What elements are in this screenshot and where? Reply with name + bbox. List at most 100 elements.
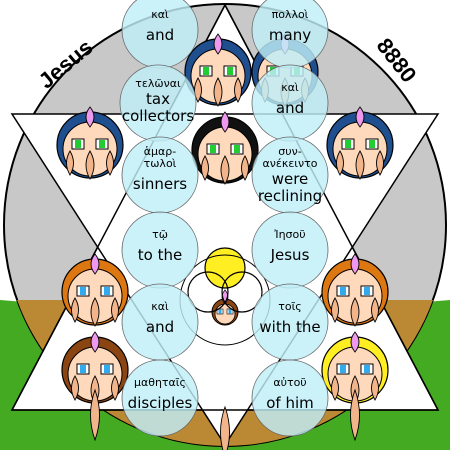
greek-word: τῷ — [152, 228, 168, 241]
face-iris — [218, 309, 222, 314]
greek-word-line2: τωλοὶ — [144, 157, 177, 170]
english-word: and — [276, 99, 304, 117]
english-word: disciples — [128, 394, 193, 412]
english-word: sinners — [133, 175, 187, 193]
english-word: Jesus — [270, 246, 310, 264]
greek-word: πολλοὶ — [272, 8, 309, 21]
trinity-ring-top — [204, 247, 246, 289]
face-iris — [228, 309, 232, 314]
english-word: and — [146, 318, 174, 336]
face-3 — [56, 106, 124, 180]
hanging-petal-1 — [90, 388, 100, 442]
face-4 — [191, 111, 259, 185]
face-iris — [369, 140, 375, 148]
face-petal — [66, 150, 74, 176]
face-petal — [71, 297, 79, 323]
face-8 — [61, 331, 129, 405]
face-petal — [90, 297, 100, 327]
face-7 — [321, 253, 389, 327]
face-petal — [194, 77, 202, 103]
greek-word: μαθηταῖς — [134, 376, 186, 389]
face-iris — [203, 67, 209, 75]
face-petal — [350, 297, 360, 327]
greek-word: Ἰησοῦ — [274, 228, 305, 241]
face-petal — [213, 77, 223, 107]
face-iris — [210, 145, 216, 153]
face-iris — [364, 287, 370, 295]
face-iris — [75, 140, 81, 148]
greek-word: καὶ — [151, 8, 169, 21]
face-petal — [90, 253, 100, 275]
greek-word: καὶ — [151, 300, 169, 313]
face-petal — [90, 331, 100, 353]
face-petal — [355, 150, 365, 180]
face-iris — [345, 140, 351, 148]
english-word: many — [269, 26, 311, 44]
greek-word: καὶ — [281, 81, 299, 94]
word-bubble-2: πολλοὶ many — [251, 0, 329, 69]
word-bubble-7: τῷ to the — [121, 211, 199, 289]
face-petal — [111, 375, 119, 401]
face-6 — [61, 253, 129, 327]
greek-word: συν- — [278, 145, 301, 158]
face-petal — [350, 331, 360, 353]
face-iris — [99, 140, 105, 148]
face-iris — [227, 67, 233, 75]
face-petal — [336, 150, 344, 176]
face-petal — [331, 375, 339, 401]
greek-word: τελῶναι — [135, 77, 181, 90]
face-1 — [184, 33, 252, 107]
english-word: to the — [138, 246, 182, 264]
word-bubble-9: καὶ and — [121, 283, 199, 361]
bubble-circle — [121, 359, 199, 437]
face-petal — [331, 297, 339, 323]
face-petal — [234, 77, 242, 103]
word-bubble-1: καὶ and — [121, 0, 199, 69]
hanging-petal-3 — [220, 405, 230, 450]
greek-word: τοῖς — [278, 300, 302, 313]
face-petal — [355, 106, 365, 128]
word-bubble-11: μαθηταῖς disciples — [121, 359, 199, 437]
word-bubble-10: τοῖς with the — [251, 283, 329, 361]
english-word: reclining — [258, 187, 322, 205]
face-petal — [85, 106, 95, 128]
face-iris — [80, 365, 86, 373]
face-iris — [234, 145, 240, 153]
face-petal — [220, 155, 230, 185]
face-petal — [371, 375, 379, 401]
english-word: and — [146, 26, 174, 44]
face-iris — [104, 365, 110, 373]
english-word: collectors — [122, 107, 194, 125]
trinity-ring-left — [187, 271, 229, 313]
face-petal — [111, 297, 119, 323]
word-bubble-4: καὶ and — [251, 64, 329, 142]
english-word: were — [272, 170, 309, 188]
face-petal — [350, 253, 360, 275]
face-5 — [326, 106, 394, 180]
face-petal — [71, 375, 79, 401]
english-word: tax — [146, 90, 170, 108]
face-petal — [241, 155, 249, 181]
greek-word: ἁμαρ- — [144, 145, 176, 158]
trinity-ring-right — [221, 271, 263, 313]
face-petal — [85, 150, 95, 180]
english-word: with the — [259, 318, 320, 336]
face-9 — [321, 331, 389, 405]
face-petal — [213, 33, 223, 55]
face-iris — [80, 287, 86, 295]
english-word: of him — [266, 394, 314, 412]
face-iris — [340, 365, 346, 373]
face-iris — [340, 287, 346, 295]
hanging-petal-2 — [350, 388, 360, 442]
word-bubble-5: ἁμαρ-τωλοὶ sinners — [121, 136, 199, 214]
face-iris — [104, 287, 110, 295]
face-petal — [201, 155, 209, 181]
face-petal — [376, 150, 384, 176]
